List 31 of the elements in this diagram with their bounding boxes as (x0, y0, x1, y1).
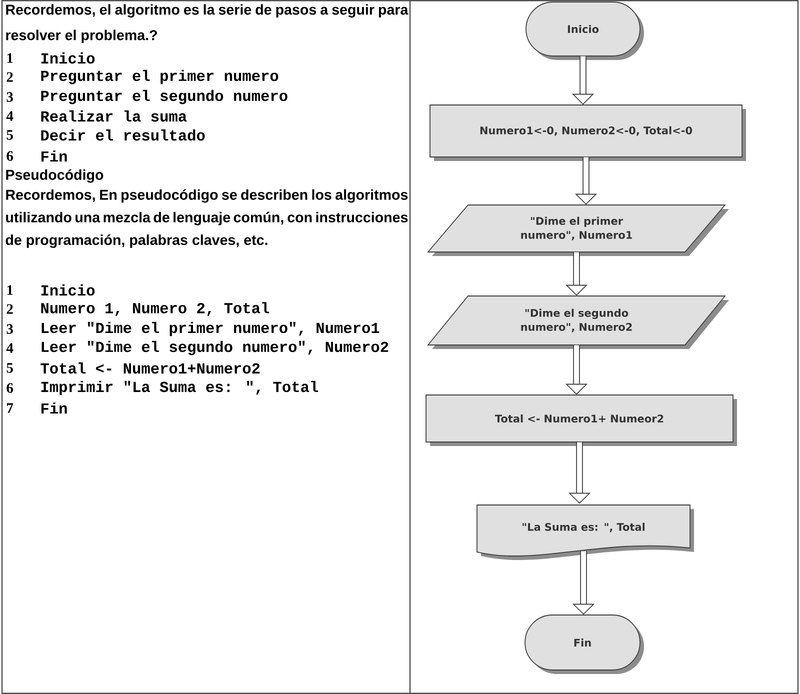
code-line: Inicio (41, 284, 95, 296)
line-number: 6 (6, 383, 14, 393)
code-line: Leer "Dime el primer numero", Numero1 (42, 322, 380, 336)
line-number: 7 (7, 403, 14, 413)
line-number: 4 (6, 111, 14, 121)
code-line: Fin (41, 402, 67, 414)
code-line: Total <- Numero1+Numero2 (40, 362, 260, 374)
line-number: 4 (6, 343, 14, 353)
code-line: Decir el resultado (41, 129, 205, 141)
process-box: Total <- Numero1+ Numeor2 (426, 394, 737, 446)
line-number: 1 (7, 285, 13, 295)
code-line: Realizar la suma (41, 110, 187, 122)
line-number: 3 (6, 92, 13, 102)
paragraph: Recordemos, En pseudocódigo se describen los algoritmos utilizando una mezcla de lenguaje común, con instrucciones de programación, palabras claves, etc. (6, 189, 408, 248)
section-heading: Pseudocódigo (6, 169, 104, 183)
code-line: Preguntar el primer numero (41, 70, 278, 84)
line-number: 3 (6, 324, 13, 334)
line-number: 2 (6, 304, 13, 314)
code-line: Numero 1, Numero 2, Total (41, 302, 270, 316)
line-number: 2 (6, 72, 13, 82)
line-number: 5 (6, 363, 13, 373)
code-line: Leer "Dime el segundo numero", Numero2 (42, 340, 388, 356)
code-line: Preguntar el segundo numero (41, 90, 288, 104)
line-number: 1 (7, 53, 13, 63)
line-number: 6 (6, 151, 14, 161)
code-line: Imprimir "La Suma es: ", Total (41, 380, 318, 396)
process-box: Numero1<-0, Numero2<-0, Total<-0 (430, 104, 746, 161)
line-number: 5 (6, 130, 13, 140)
code-line: Fin (41, 150, 67, 162)
code-line: Inicio (41, 52, 95, 64)
paragraph: Recordemos, el algoritmo es la serie de pasos a seguir para resolver el problema.? (6, 4, 408, 44)
